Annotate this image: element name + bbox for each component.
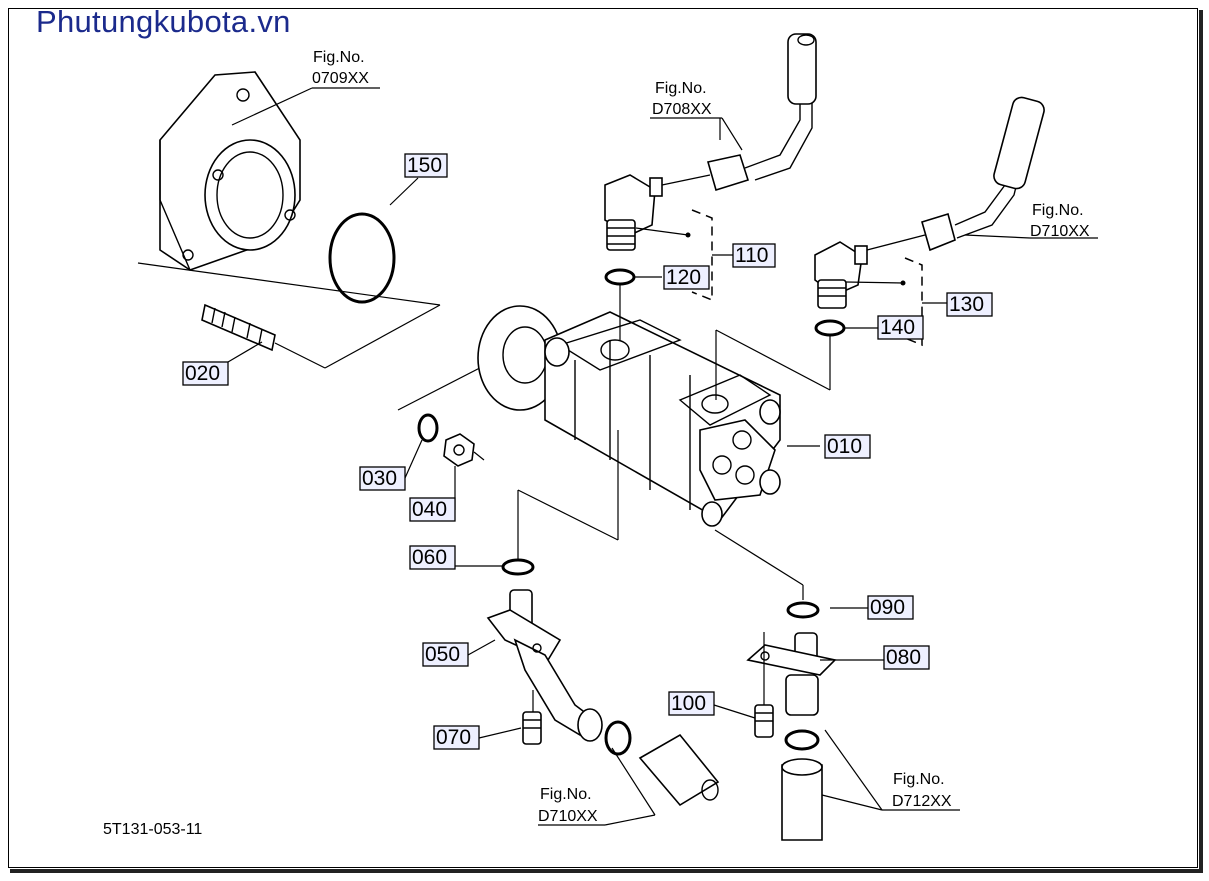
svg-text:040: 040 [412,498,447,521]
callout-060: 060 [409,545,456,570]
elbow-fitting-130 [814,241,947,347]
suction-pipe-080 [714,529,837,841]
svg-text:Fig.No.: Fig.No. [540,786,592,803]
callout-030: 030 [359,466,406,491]
svg-text:D710XX: D710XX [538,808,598,825]
callout-040: 040 [409,497,456,522]
callout-020: 020 [182,361,229,386]
callout-100: 100 [668,691,715,716]
o-ring-120 [604,268,636,286]
svg-text:120: 120 [666,266,701,289]
figref-top-mid: Fig.No. D708XX [652,80,712,118]
site-watermark: Phutungkubota.vn [36,4,291,39]
o-ring-090 [786,601,820,619]
svg-text:130: 130 [949,293,984,316]
svg-text:020: 020 [185,362,220,385]
diagram-code: 5T131-053-11 [103,821,202,838]
callout-050: 050 [422,642,469,667]
drawing-frame [8,8,1198,868]
svg-text:010: 010 [827,435,862,458]
pressure-pipe-top [650,33,817,192]
callout-090: 090 [867,595,914,620]
washer-nut [397,354,506,467]
callout-150: 150 [404,153,448,178]
callout-120: 120 [663,265,710,290]
svg-text:Fig.No.: Fig.No. [655,80,707,97]
stud-bolt-020 [201,303,441,369]
svg-text:Fig.No.: Fig.No. [1032,202,1084,219]
callout-140: 140 [877,315,924,340]
pressure-pipe-right [866,96,1098,252]
svg-text:100: 100 [671,692,706,715]
figref-bottom-mid: Fig.No. D710XX [538,786,598,825]
callout-080: 080 [883,645,930,670]
frame-shadow-bottom [10,869,1203,873]
svg-text:150: 150 [407,154,442,177]
svg-text:080: 080 [886,646,921,669]
svg-text:030: 030 [362,467,397,490]
figref-right: Fig.No. D710XX [1030,202,1090,240]
svg-text:050: 050 [425,643,460,666]
svg-text:140: 140 [880,316,915,339]
o-ring-060 [501,558,535,576]
callout-130: 130 [946,292,993,317]
svg-text:D708XX: D708XX [652,101,712,118]
figref-top-left: Fig.No. 0709XX [312,49,369,87]
o-ring-140 [814,319,846,337]
svg-text:D710XX: D710XX [1030,223,1090,240]
svg-text:D712XX: D712XX [892,793,952,810]
svg-text:Fig.No.: Fig.No. [313,49,365,66]
o-ring-150 [328,212,396,304]
svg-text:070: 070 [436,726,471,749]
callout-110: 110 [732,243,776,268]
flange-housing [137,71,441,306]
callout-010: 010 [824,434,871,459]
callout-070: 070 [433,725,480,750]
svg-text:090: 090 [870,596,905,619]
elbow-fitting-110 [604,174,733,302]
frame-shadow-right [1199,10,1203,870]
svg-text:060: 060 [412,546,447,569]
figref-bottom-right: Fig.No. D712XX [892,771,952,810]
hydraulic-pump-body [477,305,820,527]
svg-text:110: 110 [735,244,768,267]
svg-text:0709XX: 0709XX [312,70,369,87]
svg-text:Fig.No.: Fig.No. [893,771,945,788]
suction-elbow-050 [486,430,720,807]
